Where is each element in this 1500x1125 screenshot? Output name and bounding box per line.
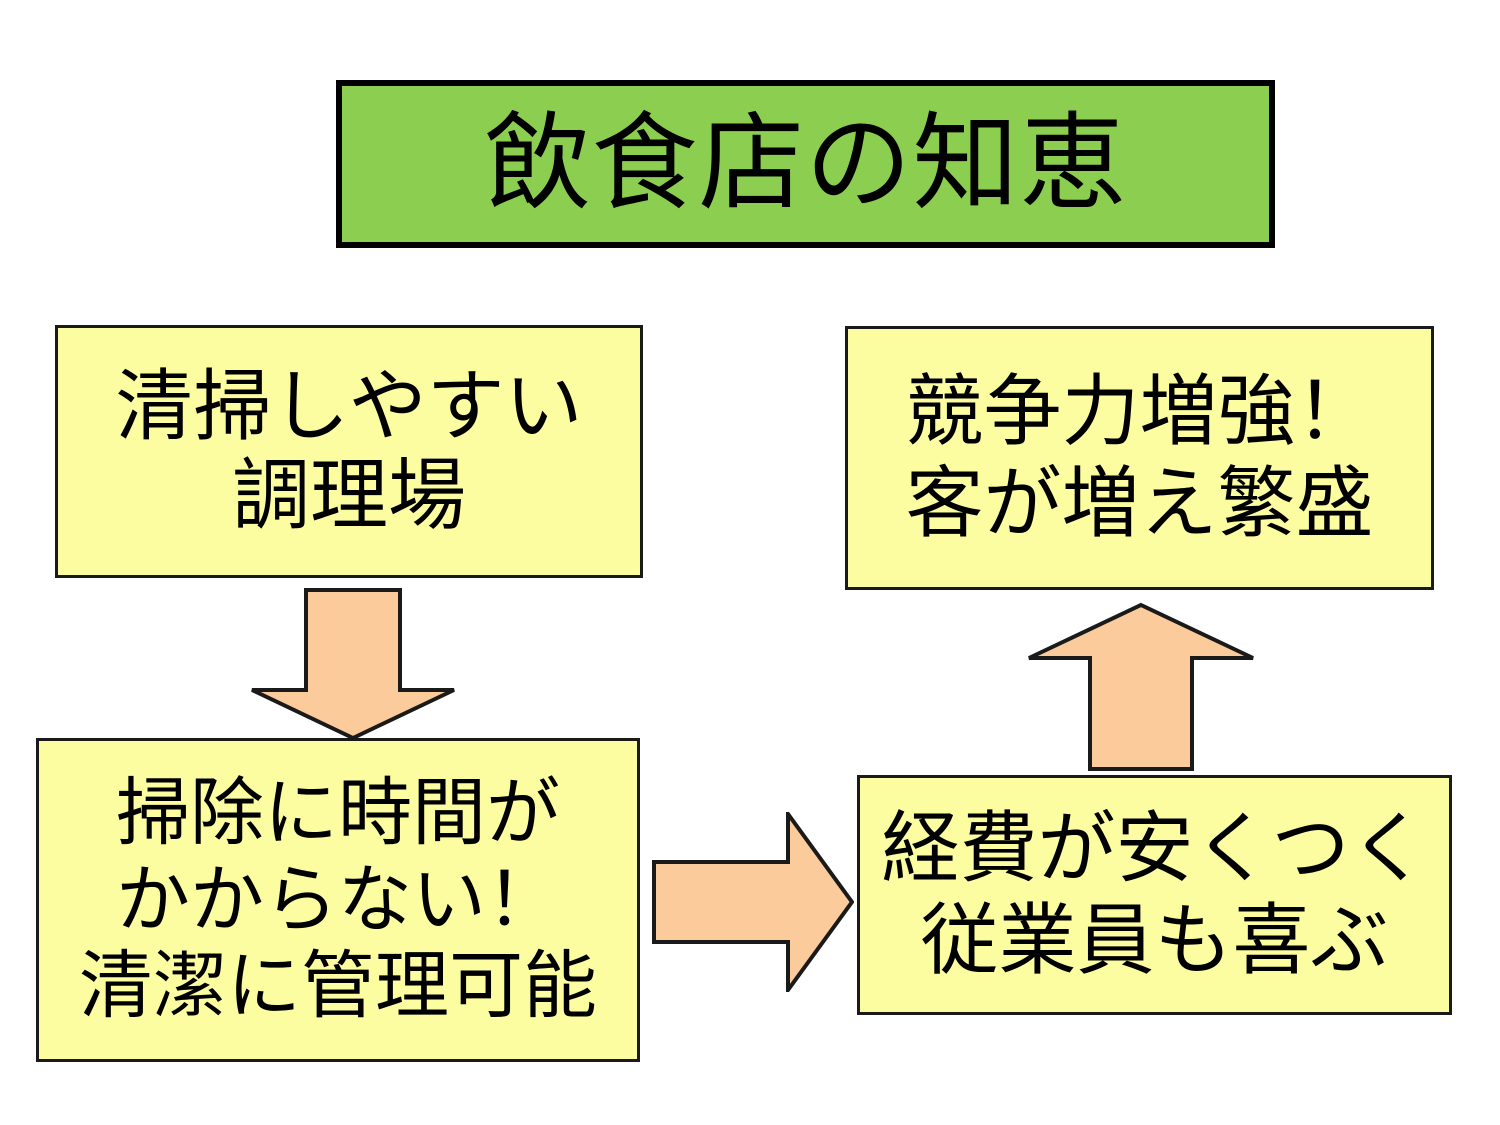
box-competitive-line-1: 競争力増強！ [905,366,1374,457]
arrow-right-icon [652,812,854,992]
title-banner: 飲食店の知恵 [336,80,1275,248]
box-competitive: 競争力増強！ 客が増え繁盛 [845,326,1434,590]
box-no-time-line-1: 掃除に時間が [116,770,560,857]
box-no-time-line-3: 清潔に管理可能 [79,943,597,1030]
box-no-time: 掃除に時間が かからない！ 清潔に管理可能 [36,738,640,1062]
box-cost: 経費が安くつく 従業員も喜ぶ [857,775,1452,1015]
box-cost-line-2: 従業員も喜ぶ [920,896,1389,986]
box-cost-line-1: 経費が安くつく [881,803,1428,894]
box-clean-kitchen-line-2: 調理場 [231,450,466,541]
arrow-up-icon [1026,602,1256,772]
page-title: 飲食店の知恵 [484,102,1127,226]
box-clean-kitchen: 清掃しやすい 調理場 [55,325,643,578]
box-no-time-line-2: かからない！ [116,856,560,943]
box-competitive-line-2: 客が増え繁盛 [905,459,1374,549]
box-clean-kitchen-line-1: 清掃しやすい [115,361,583,452]
arrow-down-icon [248,588,458,740]
